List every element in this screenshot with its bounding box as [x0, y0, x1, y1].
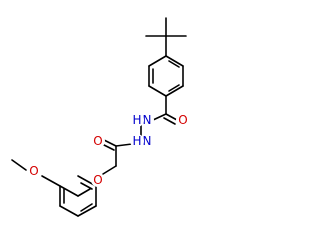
- carbonyl-double-bond: [103, 139, 117, 147]
- label-mask: [140, 113, 154, 127]
- bond: [59, 205, 79, 217]
- aromatic-inner-bond: [168, 84, 180, 92]
- atom-n-upper: N: [143, 113, 152, 127]
- bond: [148, 85, 167, 97]
- atom-label-layer: O N H N H O O O: [27, 113, 190, 187]
- bond: [41, 175, 61, 187]
- carbonyl-double-bond: [163, 117, 176, 125]
- atom-o-lower: O: [93, 134, 102, 148]
- bond: [102, 165, 117, 175]
- atom-n-lower: N: [143, 134, 152, 148]
- bond: [148, 55, 167, 67]
- atom-o-ether: O: [93, 173, 102, 187]
- bond: [165, 55, 184, 67]
- carbonyl-double-bond: [165, 113, 178, 121]
- label-mask: [176, 113, 190, 127]
- aromatic-inner-bond: [80, 203, 93, 212]
- bond: [77, 188, 91, 197]
- bond: [77, 205, 97, 217]
- bond: [59, 185, 79, 197]
- atom-o-upper: O: [178, 113, 187, 127]
- molecule-structure-diagram: O N H N H O O O: [11, 17, 190, 217]
- aromatic-inner-bond: [80, 182, 93, 190]
- atom-h-upper: H: [132, 113, 141, 127]
- bond: [165, 85, 184, 97]
- label-mask: [130, 113, 144, 127]
- atom-h-lower: H: [132, 134, 141, 148]
- aromatic-inner-bond: [168, 60, 180, 68]
- label-mask: [140, 134, 154, 148]
- label-mask: [27, 164, 41, 178]
- bond: [11, 159, 27, 171]
- bond: [115, 143, 133, 147]
- bond-layer: [11, 17, 187, 217]
- label-mask: [91, 173, 105, 187]
- atom-o-methoxy: O: [29, 164, 38, 178]
- label-mask: [130, 134, 144, 148]
- label-mask: [91, 134, 105, 148]
- carbonyl-double-bond: [101, 143, 115, 151]
- bond: [152, 113, 167, 121]
